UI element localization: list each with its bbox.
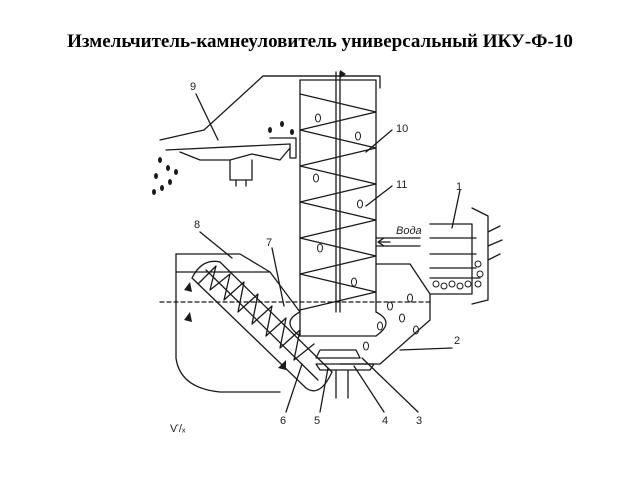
callout-7: 7	[266, 237, 272, 249]
rotor-chamber	[289, 311, 387, 337]
inclined-conveyor	[191, 261, 333, 389]
callout-2: 2	[454, 335, 460, 347]
slide-title: Измельчитель-камнеуловитель универсальны…	[67, 31, 573, 52]
machine-diagram: 9 10 11 1 2 7 8 6 5 4 3 Вода Ѵ/ₓ	[152, 70, 503, 435]
hood	[203, 75, 381, 131]
callout-4: 4	[382, 415, 388, 427]
water-label: Вода	[396, 225, 422, 237]
callout-11: 11	[396, 179, 407, 191]
corner-mark: Ѵ/ₓ	[170, 423, 186, 435]
callout-1: 1	[456, 181, 462, 193]
callout-3: 3	[416, 415, 422, 427]
callout-8: 8	[194, 219, 200, 231]
separator-tray	[165, 143, 291, 161]
callout-10: 10	[396, 123, 408, 135]
stone-trap	[429, 223, 473, 295]
callout-6: 6	[280, 415, 286, 427]
auger-flight-upper	[299, 93, 377, 311]
callout-9: 9	[190, 81, 196, 93]
callout-5: 5	[314, 415, 320, 427]
